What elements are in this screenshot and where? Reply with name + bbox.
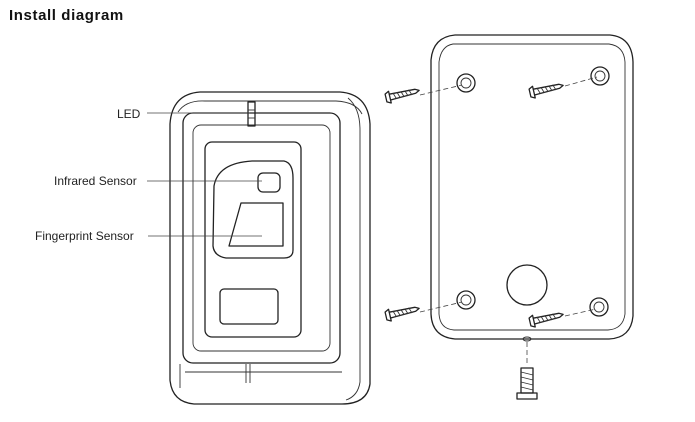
hole-bottom-right <box>589 297 609 317</box>
fingerprint-sensor <box>228 202 284 247</box>
screw-icon <box>528 312 564 328</box>
page-title: Install diagram <box>9 7 124 24</box>
back-plate-outline <box>430 34 634 340</box>
bottom-screw-icon <box>516 367 538 400</box>
device-top-bevel <box>177 100 363 115</box>
led-label: LED <box>117 107 141 121</box>
screw-icon <box>528 83 564 99</box>
cable-hole <box>506 264 548 306</box>
back-plate <box>430 34 634 342</box>
sensor-panel <box>204 141 302 338</box>
hole-top-left <box>456 73 476 93</box>
screw-icon <box>384 88 420 104</box>
fingerprint-sensor-label: Fingerprint Sensor <box>35 229 134 243</box>
led-indicator <box>247 101 256 127</box>
front-face-frame <box>182 112 341 364</box>
infrared-sensor-label: Infrared Sensor <box>54 174 137 188</box>
hole-bottom-left <box>456 290 476 310</box>
front-device <box>169 91 371 405</box>
front-face-inner-frame <box>192 124 331 352</box>
card-reader-window <box>219 288 279 325</box>
infrared-sensor <box>257 172 281 193</box>
device-side-edge <box>345 97 361 401</box>
hole-top-right <box>590 66 610 86</box>
screw-icon <box>384 306 420 322</box>
sensor-window <box>212 160 294 259</box>
bottom-screw-hole <box>522 336 532 342</box>
back-plate-inner <box>438 43 626 331</box>
